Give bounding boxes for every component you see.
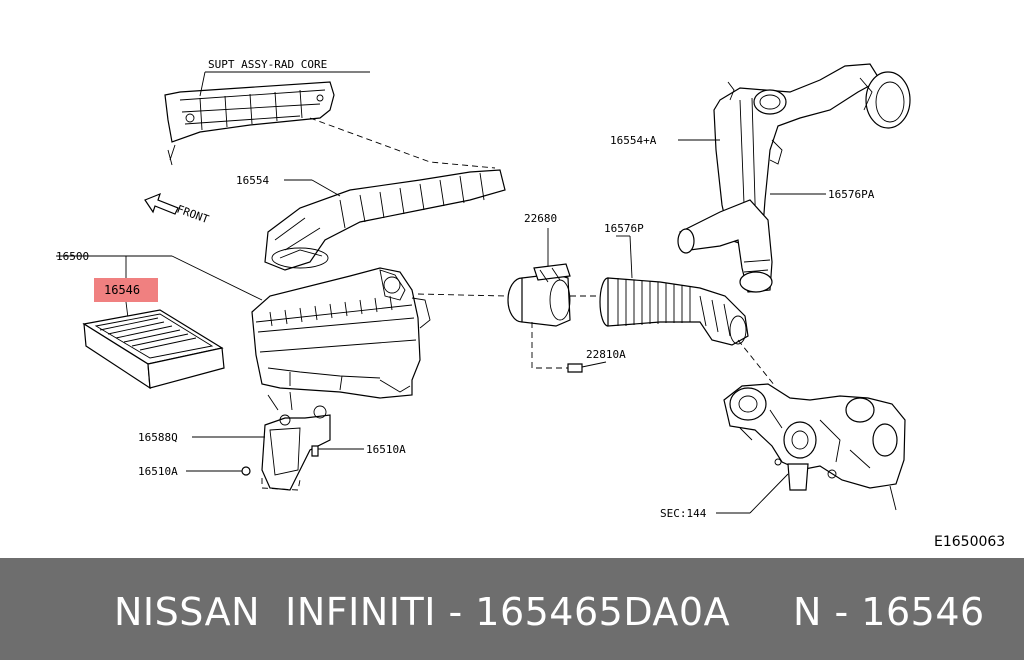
radiator-core-support (164, 81, 335, 166)
bolt-16510a-right (311, 445, 319, 457)
parts-diagram: SUPT ASSY-RAD CORE FRONT 16554 16500 165… (56, 58, 1005, 550)
label-front: FRONT (175, 203, 211, 227)
air-duct-16576p (599, 277, 749, 346)
part-number-caption: NISSAN INFINITI - 165465DA0A N - 16546 (114, 590, 985, 634)
label-16546: 16546 (104, 283, 140, 297)
lower-duct-16576pa (677, 139, 783, 293)
label-16588q: 16588Q (138, 431, 178, 444)
label-16510a-right: 16510A (366, 443, 406, 456)
turbocharger-assembly (723, 383, 906, 511)
highlight-16546 (94, 278, 158, 302)
bolt-16510a-left (241, 466, 251, 476)
upper-duct-16554a (713, 63, 911, 246)
label-16576p: 16576P (604, 222, 644, 235)
bracket-16588q (261, 391, 331, 491)
label-16554a: 16554+A (610, 134, 657, 147)
air-filter-element (82, 309, 225, 390)
screw-22810a (567, 363, 583, 373)
air-inlet-duct (264, 169, 506, 271)
reference-code: E1650063 (934, 534, 1005, 550)
label-22810a: 22810A (586, 348, 626, 361)
label-16554: 16554 (236, 174, 269, 187)
part-info-footer (0, 558, 1024, 660)
label-16500: 16500 (56, 250, 89, 263)
label-sec144: SEC:144 (660, 507, 707, 520)
front-arrow-icon (144, 192, 179, 215)
label-supt-assy-rad-core: SUPT ASSY-RAD CORE (208, 58, 327, 71)
air-cleaner-body (251, 267, 431, 399)
mass-air-flow-sensor (507, 263, 571, 327)
label-16510a-left: 16510A (138, 465, 178, 478)
label-16576pa: 16576PA (828, 188, 875, 201)
label-22680: 22680 (524, 212, 557, 225)
